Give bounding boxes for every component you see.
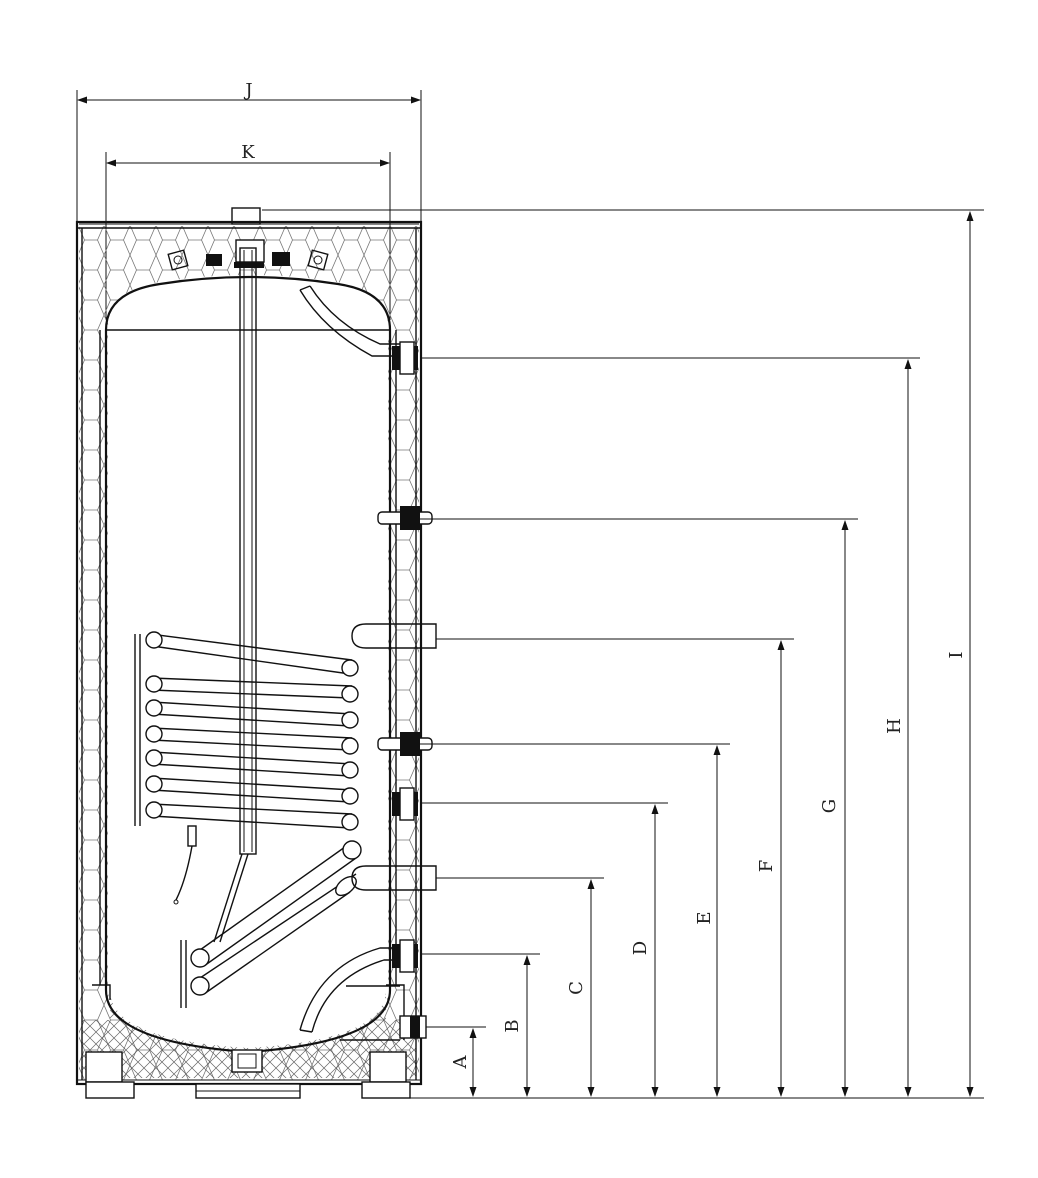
top-fittings	[167, 239, 329, 271]
dimension-i: I	[262, 209, 984, 1097]
label-e: E	[694, 911, 715, 924]
label-a: A	[450, 1055, 471, 1070]
dimension-e: E	[420, 743, 730, 1097]
anode-rod	[213, 247, 257, 943]
dimension-b: B	[420, 953, 540, 1097]
dimension-d: D	[420, 802, 668, 1097]
label-f: F	[756, 860, 777, 873]
dimension-c: C	[436, 877, 604, 1097]
dimension-h: H	[420, 357, 920, 1097]
upper-coil	[134, 631, 359, 905]
dimension-f: F	[436, 638, 794, 1097]
label-i: I	[946, 651, 967, 658]
side-connections	[340, 341, 437, 1041]
label-k: K	[241, 142, 255, 163]
outlet-pipe	[299, 285, 400, 357]
inlet-pipe	[299, 947, 400, 1033]
dimension-j: J	[76, 80, 422, 222]
label-h: H	[884, 718, 905, 734]
inner-vessel	[92, 275, 405, 1054]
tank-base	[85, 1049, 411, 1099]
lower-coil	[180, 840, 362, 1008]
label-j: J	[243, 80, 252, 101]
dimension-g: G	[420, 518, 858, 1097]
dimension-a: A	[426, 1026, 486, 1097]
label-c: C	[566, 981, 587, 995]
label-b: B	[502, 1019, 523, 1032]
label-g: G	[819, 799, 840, 813]
label-d: D	[630, 941, 651, 955]
